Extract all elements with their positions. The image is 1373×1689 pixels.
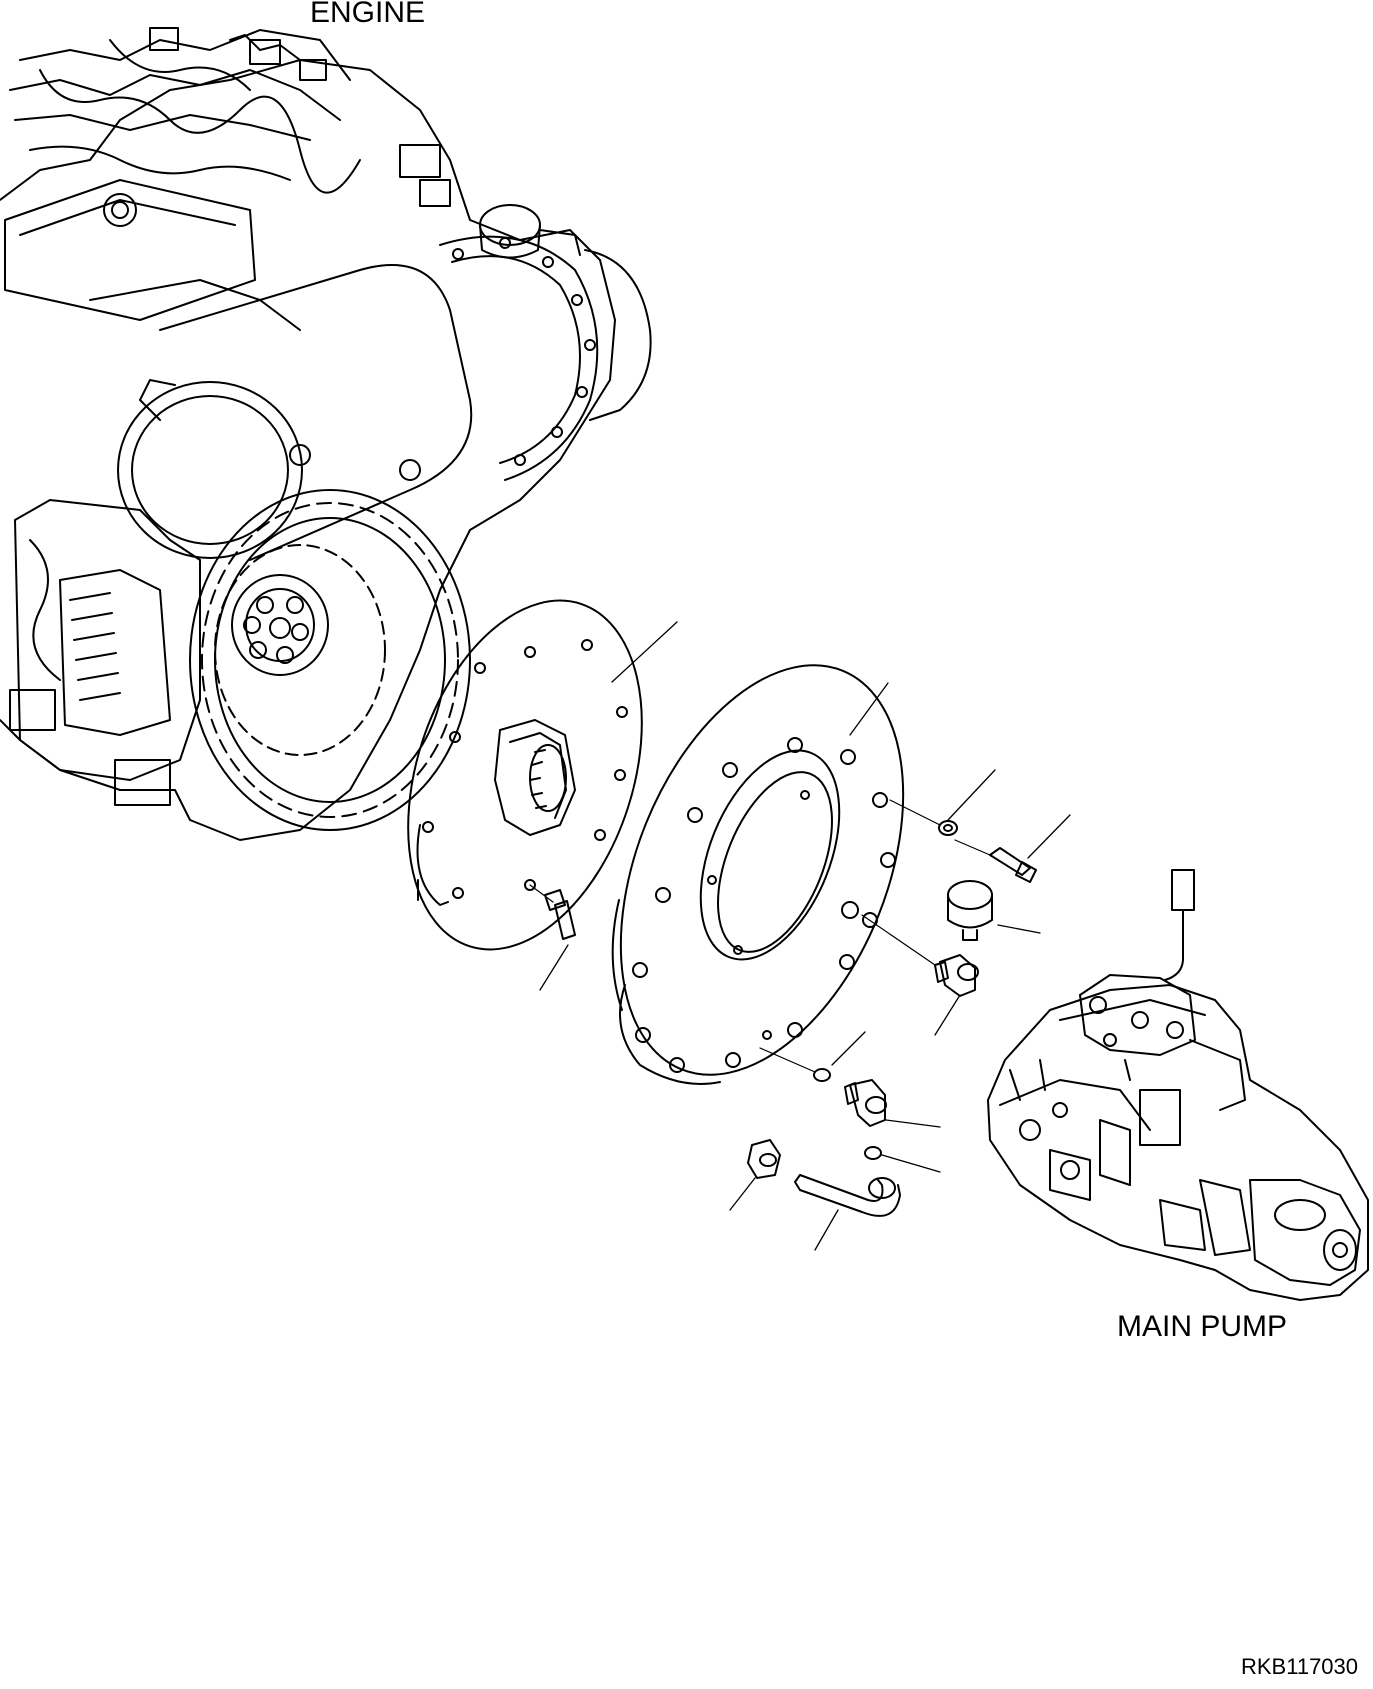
damper-disc xyxy=(367,570,684,979)
leader-lines xyxy=(540,622,1070,1250)
engine-label: ENGINE xyxy=(310,0,426,29)
main-pump-drawing xyxy=(988,870,1368,1300)
engine-drawing xyxy=(0,28,651,840)
drawing-code: RKB117030 xyxy=(1241,1654,1359,1679)
small-parts xyxy=(748,800,1036,1216)
main-pump-label: MAIN PUMP xyxy=(1117,1310,1288,1343)
pump-flange xyxy=(566,624,959,1116)
